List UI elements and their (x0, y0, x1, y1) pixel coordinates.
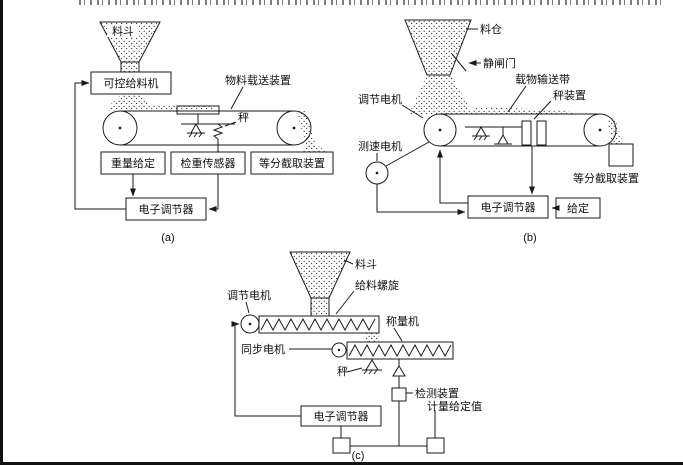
material-layer-b (473, 107, 578, 114)
adjust-motor-leader-c (245, 301, 250, 314)
feed-screw-flights (260, 317, 376, 332)
hopper-a-label-bg (107, 25, 139, 37)
tacho-label-b: 测速电机 (358, 139, 402, 153)
hopper-leader-c (343, 259, 354, 265)
scale-mechanism-a (176, 105, 235, 152)
material-fall-c (365, 333, 379, 342)
regulator-label-a: 电子调节器 (139, 203, 194, 216)
scale-label-a: 秤 (238, 111, 249, 124)
material-pile-a (299, 142, 327, 152)
feed-screw-tube (258, 315, 380, 334)
belt-leader-b (507, 85, 527, 113)
wire-regulator-to-motor-c (231, 321, 301, 417)
scale-device-label-b: 秤装置 (553, 89, 586, 102)
cropped-text-line (79, 0, 663, 5)
setpoint-label-b: 给定 (567, 201, 589, 215)
detector-box (391, 387, 407, 402)
weigh-sensor-label: 检重传感器 (181, 156, 236, 170)
feed-screw-label: 给料螺旋 (355, 278, 399, 292)
adjust-motor-axle-c (248, 322, 252, 326)
regulator-label-c: 电子调节器 (314, 410, 369, 423)
scale-supports-c (362, 359, 406, 388)
regulator-label-b: 电子调节器 (481, 201, 536, 214)
hopper-a-neck (120, 61, 140, 73)
pulley-left-a-axle (118, 126, 122, 130)
bottom-box-right-c (426, 437, 445, 454)
gate-flap-b (451, 53, 467, 72)
pulley-right-a-axle (292, 126, 296, 130)
weigh-sensor-box (170, 151, 246, 175)
feeding-systems-figure: 料斗 可控给料机 重量给定 (74, 19, 639, 462)
diagram-b: 电子调节器 给定 料仓 静闸门 载物输送带 秤装置 调节电机 测速电机 等分截取… (358, 19, 639, 244)
diagram-c: 电子调节器 料斗 给料螺旋 调节电机 同步电机 称量机 秤 检测装置 计量给定值… (227, 251, 482, 462)
caption-b: (b) (523, 232, 536, 244)
sync-motor-axle (337, 348, 341, 352)
drive-pulley-b-axle (438, 128, 442, 132)
sampler-label-b: 等分截取装置 (573, 171, 639, 185)
motor-tacho-link-b (385, 141, 430, 167)
scale-mechanism-b (465, 120, 547, 146)
material-stream-b (607, 116, 623, 144)
sampler-box-b (608, 143, 634, 167)
weigh-screw-flights (348, 343, 452, 358)
weigher-label: 称量机 (386, 314, 419, 328)
material-layer-a (103, 104, 216, 111)
sampler-box-a (250, 151, 334, 175)
wire-regulator-to-motor-b (437, 149, 468, 204)
wire-sensor-to-regulator-a (208, 174, 219, 212)
scale-label-c: 秤 (337, 365, 348, 378)
material-stream-a (296, 111, 317, 150)
gate-label-b: 静闸门 (483, 56, 516, 70)
material-chute-b (409, 75, 473, 114)
silo-b (404, 19, 472, 76)
belt-label-b: 载物输送带 (515, 72, 570, 86)
regulator-box-b (467, 195, 549, 219)
silo-label-b: 料仓 (480, 22, 502, 36)
scale-leader-a (224, 121, 237, 127)
weigher-leader (393, 327, 403, 342)
metering-setpoint-label: 计量给定值 (427, 399, 482, 413)
material-fall-a (111, 94, 149, 104)
wire-regulator-to-feeder-a (74, 80, 126, 210)
diagram-a: 料斗 可控给料机 重量给定 (74, 21, 334, 244)
adjust-motor-leader-b (401, 104, 424, 119)
caption-a: (a) (161, 232, 174, 244)
tacho-axle-b (375, 171, 379, 175)
conveyor-leader-a (230, 86, 244, 110)
bottom-box-left-c (332, 437, 351, 454)
hopper-label-c: 料斗 (355, 257, 377, 271)
scale-leader-c (346, 367, 363, 373)
scale-device-leader-b (533, 100, 552, 120)
weight-setpoint-label: 重量给定 (111, 156, 155, 170)
wire-tacho-to-regulator-b (376, 184, 466, 215)
pulley-right-b-axle (598, 128, 602, 132)
adjust-motor-label-b: 调节电机 (358, 92, 402, 106)
conveyor-label-a: 物料载送装置 (225, 73, 291, 87)
feeder-label: 可控给料机 (104, 76, 159, 90)
hopper-c-neck (310, 297, 330, 317)
sync-motor-label: 同步电机 (241, 342, 285, 356)
adjust-motor-label-c: 调节电机 (227, 288, 271, 302)
hopper-a-label: 料斗 (112, 24, 134, 38)
caption-c: (c) (352, 450, 365, 462)
feed-screw-leader (335, 290, 355, 315)
detector-label: 检测装置 (415, 386, 459, 400)
sampler-label-a: 等分截取装置 (259, 156, 325, 170)
hopper-c (289, 251, 351, 299)
